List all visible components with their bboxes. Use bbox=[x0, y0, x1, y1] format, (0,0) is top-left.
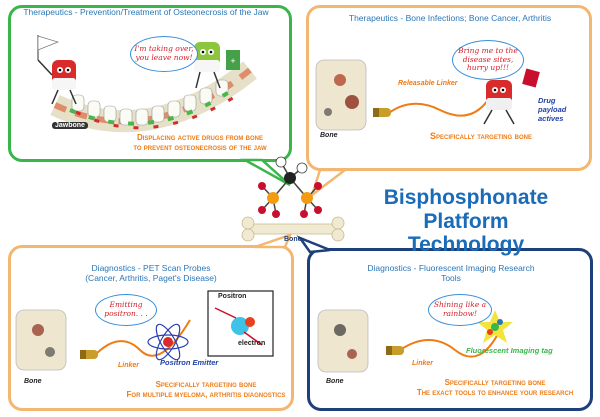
pill-character-p2 bbox=[483, 68, 540, 125]
panel2-caption: Specifically targeting bone bbox=[429, 131, 532, 141]
linker-label-p3: Linker bbox=[118, 362, 140, 369]
platform-title-line1: Bisphosphonate bbox=[383, 186, 549, 209]
panel1-speech-bubble: I'm taking over, you leave now! bbox=[130, 36, 198, 72]
bone-label-p4: Bone bbox=[326, 378, 344, 385]
bone-illustration-p4 bbox=[317, 309, 369, 373]
fluorescent-tag-label: Fluorescent Imaging tag bbox=[466, 346, 553, 355]
panel1-caption-line1: Displacing active drugs from bone bbox=[136, 133, 263, 142]
bone-illustration-p3 bbox=[15, 309, 67, 371]
panel2-title: Therapeutics - Bone Infections; Bone Can… bbox=[348, 13, 552, 23]
bullet-p4 bbox=[386, 346, 404, 355]
panel1-caption-line2: to prevent osteonecrosis of the jaw bbox=[133, 142, 267, 152]
bisphosphonate-molecule bbox=[258, 156, 322, 218]
panel4-caption-line1: Specifically targeting bone bbox=[444, 378, 546, 387]
panel3-title-line1: Diagnostics - PET Scan Probes bbox=[91, 263, 211, 273]
panel3-title-line2: (Cancer, Arthritis, Paget's Disease) bbox=[85, 272, 217, 283]
bone-illustration-p2 bbox=[315, 59, 367, 131]
fluorescent-star-icon bbox=[477, 310, 513, 343]
panel4-title: Diagnostics - Fluorescent Imaging Resear… bbox=[320, 263, 582, 284]
panel4-caption: Specifically targeting bone The exact to… bbox=[402, 378, 588, 397]
panel1-caption: Displacing active drugs from bone to pre… bbox=[110, 133, 290, 152]
panel4-tail bbox=[296, 235, 331, 254]
platform-title: Bisphosphonate Platform Technology bbox=[366, 186, 566, 257]
panel3-title: Diagnostics - PET Scan Probes (Cancer, A… bbox=[16, 263, 286, 284]
panel3-caption: Specifically targeting bone For multiple… bbox=[120, 380, 292, 399]
bone-label-p2: Bone bbox=[320, 132, 338, 139]
panel3-caption-line2: For multiple myeloma, arthritis diagnost… bbox=[126, 389, 286, 399]
positron-box bbox=[207, 290, 274, 357]
atom-icon bbox=[147, 323, 189, 361]
panel2-speech-bubble: Bring me to the disease sites, hurry up!… bbox=[452, 40, 524, 80]
drug-payload-label: Drug payload actives bbox=[538, 96, 567, 123]
linker-line-p4 bbox=[399, 329, 501, 358]
positron-label: Positron bbox=[218, 293, 247, 300]
releasable-linker-label: Releasable Linker bbox=[398, 80, 458, 87]
panel3-speech-bubble: Emitting positron. . . bbox=[95, 294, 157, 326]
platform-title-line2: Platform Technology bbox=[407, 209, 525, 257]
center-bone-label: Bone bbox=[284, 236, 302, 243]
linker-line-p3 bbox=[94, 319, 191, 357]
red-pill-character bbox=[37, 35, 77, 105]
panel1-tail bbox=[240, 158, 291, 187]
bullet-p2 bbox=[373, 108, 391, 117]
center-bone bbox=[241, 216, 345, 242]
jawbone-illustration bbox=[50, 61, 257, 133]
svg-text:+: + bbox=[230, 56, 235, 66]
panel3-caption-line1: Specifically targeting bone bbox=[155, 380, 257, 389]
panel1-title: Therapeutics - Prevention/Treatment of O… bbox=[23, 7, 269, 17]
panel4-caption-line2: The exact tools to enhance your research bbox=[416, 387, 574, 397]
electron-label: electron bbox=[238, 340, 266, 347]
positron-emitter-label: Positron Emitter bbox=[160, 358, 219, 367]
bone-label-p3: Bone bbox=[24, 378, 42, 385]
panel4-title-line1: Diagnostics - Fluorescent Imaging Resear… bbox=[367, 263, 535, 273]
green-pill-character: + bbox=[194, 42, 240, 89]
panel4-title-line2: Tools bbox=[441, 272, 461, 283]
releasable-linker-line bbox=[384, 99, 489, 117]
panel3-tail bbox=[254, 232, 293, 249]
jawbone-label: Jawbone bbox=[52, 122, 88, 129]
bullet-p3 bbox=[80, 350, 98, 359]
linker-label-p4: Linker bbox=[412, 360, 434, 367]
panel4-speech-bubble: Shining like a rainbow! bbox=[428, 294, 492, 326]
